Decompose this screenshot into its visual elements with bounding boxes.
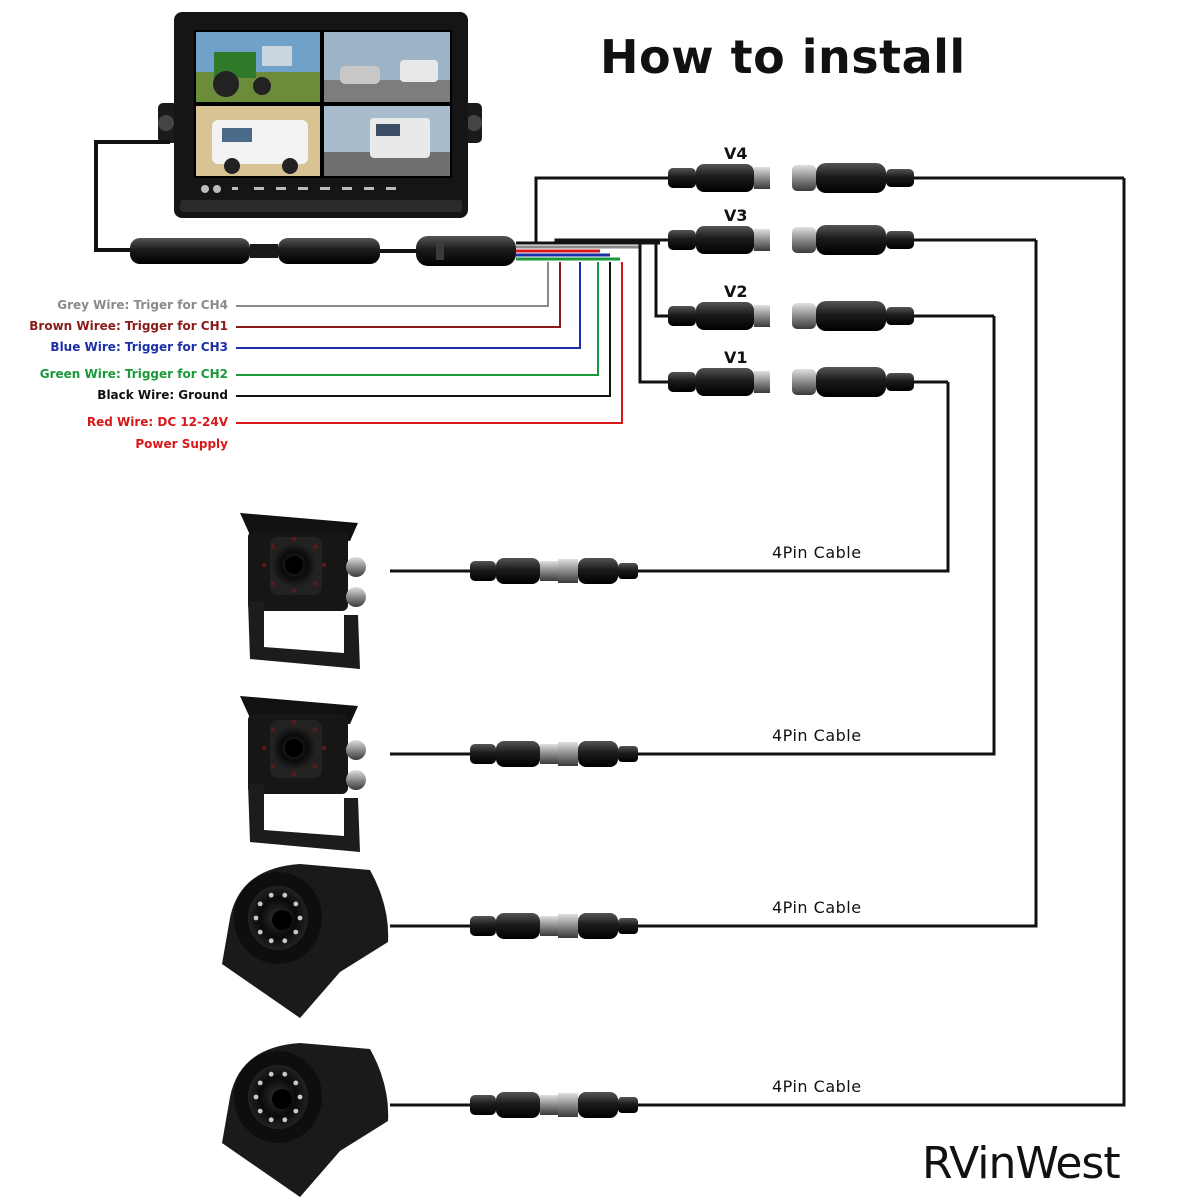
video-input-label: V1 bbox=[724, 348, 748, 367]
wire-label-blue: Blue Wire: Trigger for CH3 bbox=[50, 340, 228, 354]
monitor bbox=[158, 12, 482, 218]
cable-label: 4Pin Cable bbox=[772, 898, 862, 917]
wire-label-grey: Grey Wire: Triger for CH4 bbox=[57, 298, 228, 312]
video-input-label: V2 bbox=[724, 282, 748, 301]
camera-return-cables bbox=[638, 178, 1126, 1107]
video-input-label: V4 bbox=[724, 144, 748, 163]
wire-label-black: Black Wire: Ground bbox=[97, 388, 228, 402]
cable-label: 4Pin Cable bbox=[772, 543, 862, 562]
wire-lead-blue bbox=[236, 262, 581, 349]
video-input-v2 bbox=[654, 243, 994, 331]
video-input-v3 bbox=[554, 225, 1036, 255]
cameras bbox=[222, 513, 638, 1197]
video-input-label: V3 bbox=[724, 206, 748, 225]
wire-lead-grey bbox=[236, 262, 549, 307]
wire-lead-red bbox=[236, 262, 623, 424]
monitor-plug bbox=[130, 238, 380, 264]
wire-label-brown: Brown Wiree: Trigger for CH1 bbox=[29, 319, 228, 333]
cable-label: 4Pin Cable bbox=[772, 1077, 862, 1096]
camera-dome-side-camera-3 bbox=[222, 864, 638, 1018]
four-pin-cable bbox=[638, 240, 1038, 928]
camera-box-camera-1 bbox=[240, 513, 638, 669]
wire-lead-black bbox=[236, 262, 611, 397]
video-input-v4 bbox=[534, 163, 1124, 243]
wire-lead-green bbox=[236, 262, 599, 376]
power-supply-label: Power Supply bbox=[135, 437, 228, 451]
harness-connector bbox=[416, 236, 516, 266]
four-pin-cable bbox=[638, 316, 996, 756]
camera-box-camera-2 bbox=[240, 696, 638, 852]
harness-bundle bbox=[516, 241, 660, 261]
monitor-screen bbox=[194, 30, 452, 178]
monitor-cable bbox=[94, 140, 170, 252]
video-input-v1 bbox=[638, 243, 948, 397]
four-pin-cable bbox=[638, 382, 950, 573]
video-input-connectors bbox=[534, 163, 1124, 397]
wire-leads bbox=[236, 262, 623, 424]
cable-label: 4Pin Cable bbox=[772, 726, 862, 745]
page-title: How to install bbox=[600, 30, 966, 84]
monitor-buttons bbox=[201, 185, 396, 193]
wire-label-green: Green Wire: Trigger for CH2 bbox=[39, 367, 228, 381]
wire-lead-brown bbox=[236, 262, 561, 328]
four-pin-cable bbox=[638, 178, 1126, 1107]
camera-dome-side-camera-4 bbox=[222, 1043, 638, 1197]
brand-logo: RVinWest bbox=[922, 1138, 1121, 1189]
wire-label-red: Red Wire: DC 12-24V bbox=[86, 415, 228, 429]
